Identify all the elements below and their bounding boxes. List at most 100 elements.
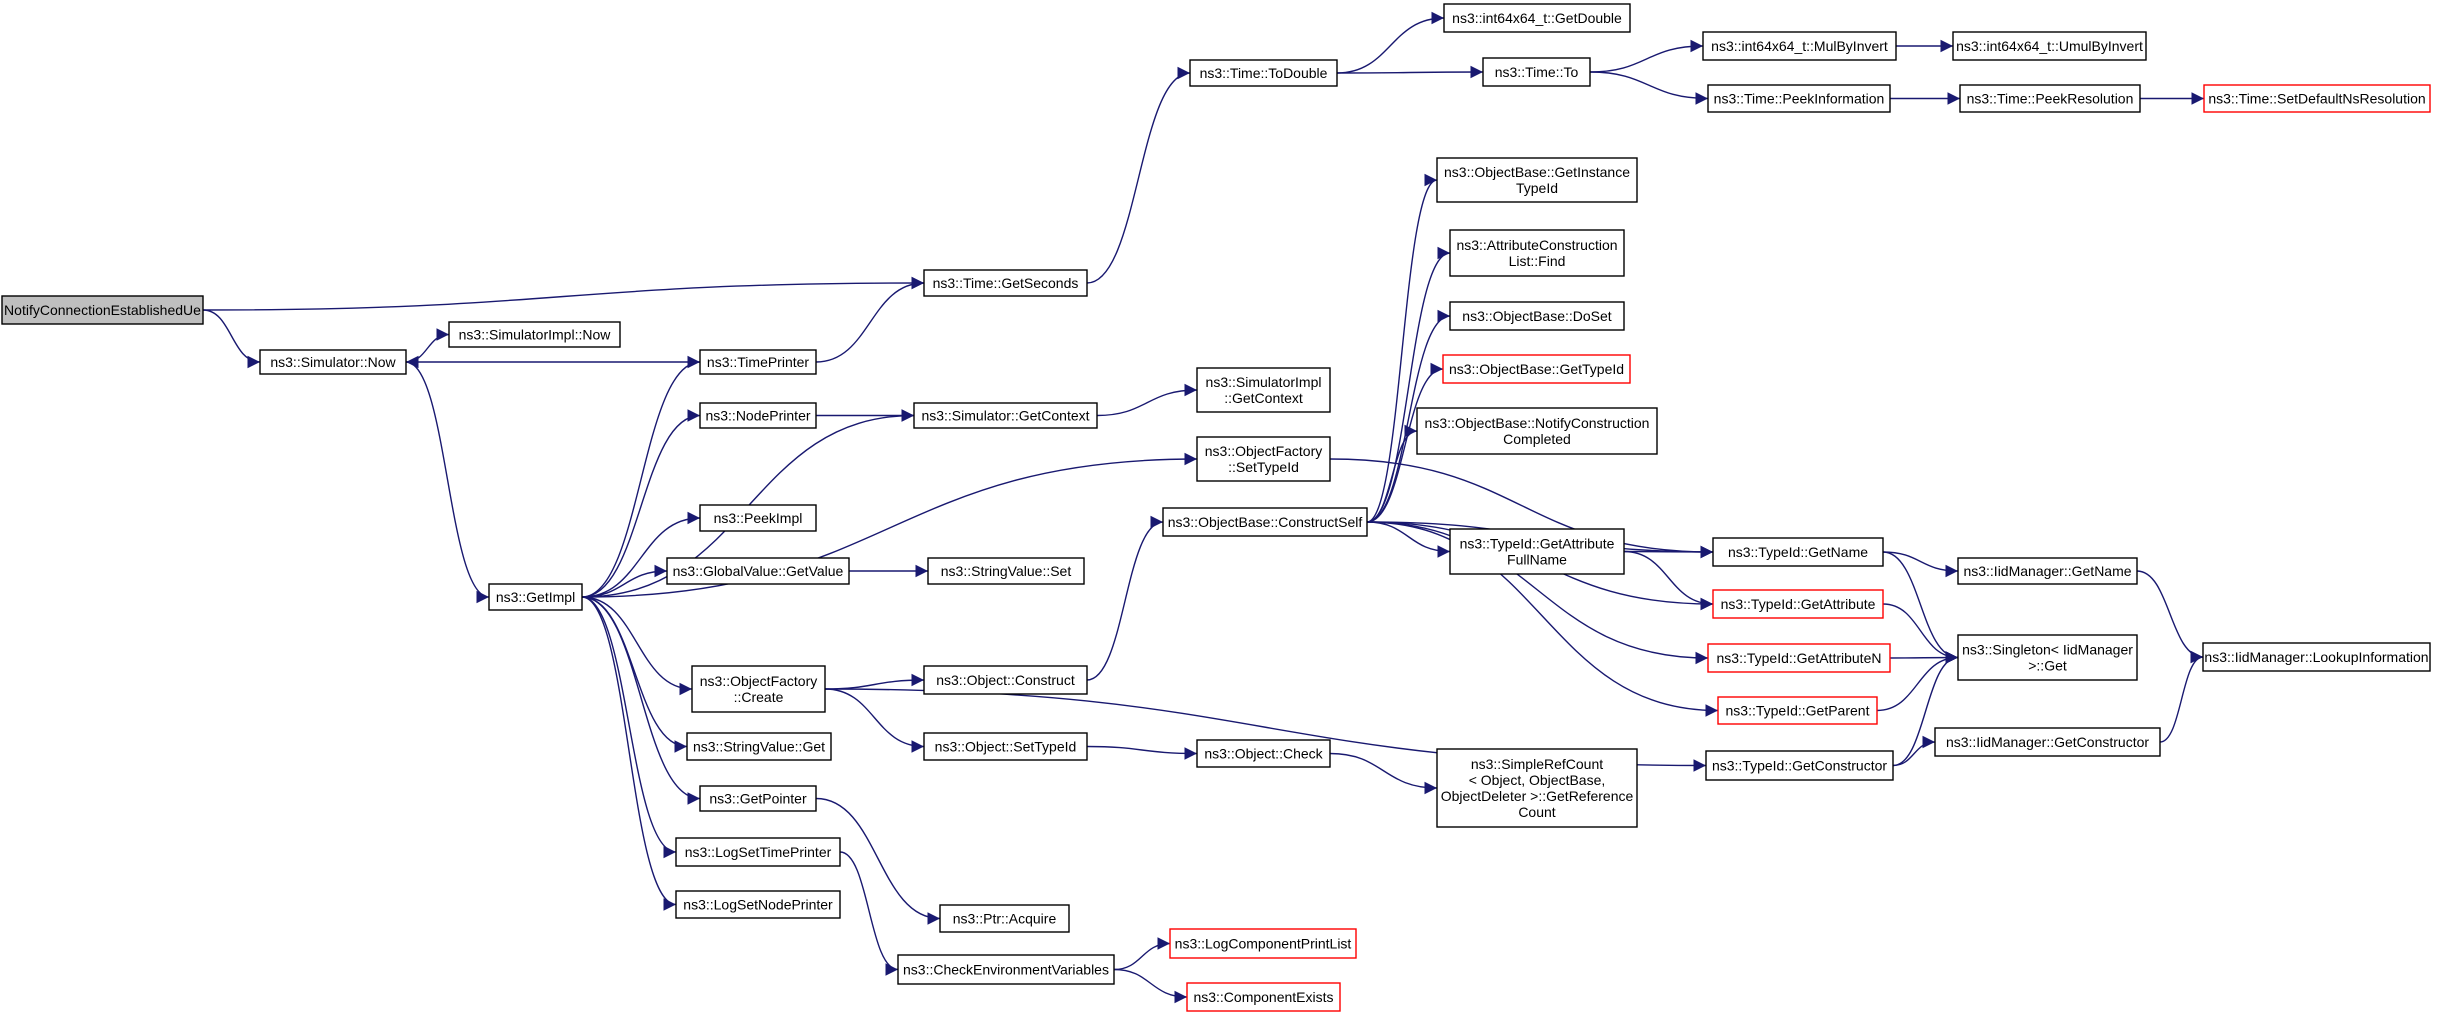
edge-simgetctx-to-simimplgetctx: [1096, 383, 1198, 417]
edge-checkenv-to-logcompprint: [1113, 937, 1171, 971]
node-obconstructself[interactable]: ns3::ObjectBase::ConstructSelf: [1162, 507, 1368, 537]
node-iidmgetctor[interactable]: ns3::IidManager::GetConstructor: [1934, 727, 2161, 757]
node-simnow[interactable]: ns3::Simulator::Now: [259, 349, 407, 375]
node-label: ns3::GetPointer: [709, 791, 807, 807]
edge-logsettp-to-checkenv: [839, 851, 899, 976]
node-ofcreate[interactable]: ns3::ObjectFactory::Create: [691, 665, 826, 713]
node-box: [699, 349, 817, 375]
node-objcheck[interactable]: ns3::Object::Check: [1196, 739, 1331, 768]
node-box: [1442, 354, 1631, 384]
node-obgettid[interactable]: ns3::ObjectBase::GetTypeId: [1442, 354, 1631, 384]
node-simimplgetctx[interactable]: ns3::SimulatorImpl::GetContext: [1196, 367, 1331, 413]
node-simplerefcount[interactable]: ns3::SimpleRefCount< Object, ObjectBase,…: [1436, 748, 1638, 828]
node-iidmlookup[interactable]: ns3::IidManager::LookupInformation: [2202, 642, 2431, 672]
node-timeprinter[interactable]: ns3::TimePrinter: [699, 349, 817, 375]
node-gvgetvalue[interactable]: ns3::GlobalValue::GetValue: [666, 557, 850, 585]
node-i64getdouble[interactable]: ns3::int64x64_t::GetDouble: [1443, 3, 1631, 33]
node-checkenv[interactable]: ns3::CheckEnvironmentVariables: [897, 954, 1115, 985]
node-tidgetparent[interactable]: ns3::TypeId::GetParent: [1717, 696, 1878, 725]
node-getpointer[interactable]: ns3::GetPointer: [699, 785, 817, 812]
edge-obconstructself-to-tidgetattrn: [1366, 521, 1709, 665]
node-simgetctx[interactable]: ns3::Simulator::GetContext: [913, 402, 1098, 429]
node-box: [488, 583, 583, 611]
node-objsettid[interactable]: ns3::Object::SetTypeId: [923, 732, 1088, 761]
node-box: [1957, 634, 2138, 681]
node-box: [913, 402, 1098, 429]
node-timegetsec[interactable]: ns3::Time::GetSeconds: [923, 269, 1088, 297]
node-tidgetattrn[interactable]: ns3::TypeId::GetAttributeN: [1707, 643, 1891, 673]
node-label: ns3::Time::PeekResolution: [1967, 91, 2134, 107]
node-box: [1705, 750, 1894, 781]
node-box: [686, 732, 832, 761]
node-timetodouble[interactable]: ns3::Time::ToDouble: [1189, 59, 1338, 87]
node-getimpl[interactable]: ns3::GetImpl: [488, 583, 583, 611]
node-label: ::GetContext: [1224, 390, 1303, 406]
edge-tidgetname-to-iidmgetname: [1882, 551, 1959, 578]
edge-tidgetctor-to-iidmgetctor: [1892, 735, 1936, 767]
node-box: [1196, 436, 1331, 482]
node-label: ns3::NodePrinter: [705, 408, 810, 424]
node-root[interactable]: NotifyConnectionEstablishedUe: [1, 295, 204, 325]
edge-getimpl-to-logsettp: [581, 596, 677, 859]
node-i64umulbyinv[interactable]: ns3::int64x64_t::UmulByInvert: [1952, 31, 2147, 61]
node-iidmgetname[interactable]: ns3::IidManager::GetName: [1957, 557, 2138, 585]
node-timeto[interactable]: ns3::Time::To: [1482, 57, 1591, 87]
node-svget[interactable]: ns3::StringValue::Get: [686, 732, 832, 761]
node-svset[interactable]: ns3::StringValue::Set: [927, 557, 1085, 585]
node-box: [923, 269, 1088, 297]
node-compexists[interactable]: ns3::ComponentExists: [1186, 982, 1341, 1012]
node-tidgetname[interactable]: ns3::TypeId::GetName: [1712, 537, 1884, 567]
node-obnotify[interactable]: ns3::ObjectBase::NotifyConstructionCompl…: [1416, 407, 1658, 455]
node-box: [1959, 84, 2141, 113]
node-timepeekinfo[interactable]: ns3::Time::PeekInformation: [1707, 84, 1891, 113]
node-label: ns3::AttributeConstruction: [1456, 237, 1617, 253]
node-i64mulbyinv[interactable]: ns3::int64x64_t::MulByInvert: [1702, 31, 1897, 61]
node-ptracquire[interactable]: ns3::Ptr::Acquire: [939, 904, 1070, 933]
node-timepeekres[interactable]: ns3::Time::PeekResolution: [1959, 84, 2141, 113]
node-box: [1707, 643, 1891, 673]
node-label: Completed: [1503, 431, 1571, 447]
node-box: [1196, 367, 1331, 413]
node-logsettp[interactable]: ns3::LogSetTimePrinter: [675, 837, 841, 867]
node-label: ns3::CheckEnvironmentVariables: [903, 962, 1109, 978]
node-label: TypeId: [1516, 180, 1558, 196]
node-nodeprinter[interactable]: ns3::NodePrinter: [699, 402, 817, 429]
node-logcompprint[interactable]: ns3::LogComponentPrintList: [1169, 928, 1357, 959]
node-label: ns3::LogSetNodePrinter: [683, 897, 833, 913]
node-box: [1712, 537, 1884, 567]
node-simimplnow[interactable]: ns3::SimulatorImpl::Now: [448, 321, 621, 348]
node-label: ns3::Object::Construct: [936, 672, 1075, 688]
node-label: Count: [1518, 804, 1555, 820]
node-singletonget[interactable]: ns3::Singleton< IidManager>::Get: [1957, 634, 2138, 681]
edge-getimpl-to-svget: [581, 596, 688, 753]
node-box: [1, 295, 204, 325]
node-objconstruct[interactable]: ns3::Object::Construct: [923, 665, 1088, 695]
node-tidgetctor[interactable]: ns3::TypeId::GetConstructor: [1705, 750, 1894, 781]
node-label: >::Get: [2028, 658, 2067, 674]
edge-objcheck-to-simplerefcount: [1329, 752, 1438, 795]
node-box: [1196, 739, 1331, 768]
node-timesetdefns[interactable]: ns3::Time::SetDefaultNsResolution: [2203, 84, 2431, 113]
node-box: [1186, 982, 1341, 1012]
node-tidgetattr[interactable]: ns3::TypeId::GetAttribute: [1712, 589, 1884, 619]
node-label: ns3::IidManager::GetConstructor: [1946, 734, 2149, 750]
edge-ofcreate-to-objconstruct: [824, 673, 925, 690]
node-obdoset[interactable]: ns3::ObjectBase::DoSet: [1449, 301, 1625, 331]
node-box: [1449, 528, 1625, 575]
node-label: ns3::TimePrinter: [707, 354, 810, 370]
node-label: ns3::Time::To: [1495, 64, 1579, 80]
node-label: ns3::Object::Check: [1204, 746, 1323, 762]
node-ofsettid[interactable]: ns3::ObjectFactory::SetTypeId: [1196, 436, 1331, 482]
edge-timeprinter-to-timegetsec: [815, 276, 925, 363]
node-box: [699, 785, 817, 812]
node-box: [259, 349, 407, 375]
edge-root-to-timegetsec: [202, 276, 925, 311]
node-box: [1443, 3, 1631, 33]
node-logsetnp[interactable]: ns3::LogSetNodePrinter: [675, 890, 841, 919]
node-box: [1482, 57, 1591, 87]
node-peekimpl[interactable]: ns3::PeekImpl: [699, 504, 817, 532]
